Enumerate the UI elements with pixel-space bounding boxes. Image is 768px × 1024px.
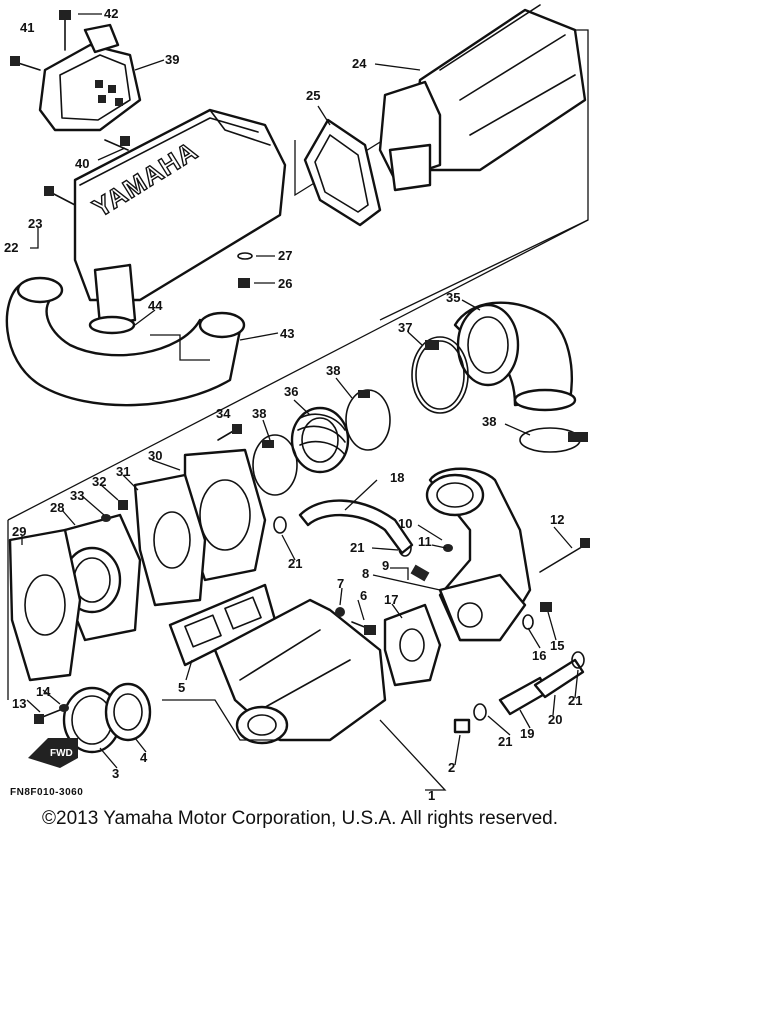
callout-14: 14 (36, 684, 51, 699)
callout-15: 15 (550, 638, 564, 653)
part-25-gasket (303, 118, 382, 227)
washer-14 (59, 704, 69, 712)
callout-24: 24 (352, 56, 367, 71)
part-36-coupler (290, 406, 350, 474)
callout-22: 22 (4, 240, 18, 255)
callout-5: 5 (178, 680, 185, 695)
bolt-15 (540, 602, 552, 612)
callout-21-c: 21 (288, 556, 302, 571)
callout-33: 33 (70, 488, 84, 503)
callout-28: 28 (50, 500, 64, 515)
part-17-gasket (383, 603, 442, 687)
washer-33 (101, 514, 111, 522)
callout-1: 1 (428, 788, 435, 800)
bolt-42 (59, 10, 71, 51)
bolt-6 (351, 621, 376, 635)
callout-21-a: 21 (498, 734, 512, 749)
part-10-elbow (425, 467, 532, 642)
clip-21-c (273, 516, 287, 534)
callout-35: 35 (446, 290, 460, 305)
callout-27: 27 (278, 248, 292, 263)
part-20-fitting (533, 658, 585, 699)
part-39-bracket (38, 23, 142, 132)
callout-labels: 42 41 39 40 24 25 23 22 27 26 44 43 35 3… (4, 6, 582, 800)
clip-21-b (571, 651, 585, 669)
callout-13: 13 (12, 696, 26, 711)
part-31-gasket (133, 473, 207, 607)
forward-arrow-icon: FWD (28, 738, 78, 768)
callout-17: 17 (384, 592, 398, 607)
callout-34: 34 (216, 406, 231, 421)
callout-42: 42 (104, 6, 118, 21)
clip-21-a (473, 703, 487, 721)
callout-8: 8 (362, 566, 369, 581)
bolt-12 (539, 538, 590, 573)
callout-43: 43 (280, 326, 294, 341)
washer-7 (335, 607, 345, 617)
part-22-silencer: YAMAHA (73, 108, 287, 335)
part-24-airbox (378, 4, 587, 192)
bolt-41 (10, 56, 41, 71)
callout-36: 36 (284, 384, 298, 399)
part-29-gasket (8, 528, 82, 682)
callout-32: 32 (92, 474, 106, 489)
copyright-notice: ©2013 Yamaha Motor Corporation, U.S.A. A… (42, 808, 558, 829)
callout-7: 7 (337, 576, 344, 591)
washer-11 (443, 544, 453, 552)
fitting-9 (410, 564, 430, 582)
callout-6: 6 (360, 588, 367, 603)
callout-11: 11 (418, 534, 432, 549)
drawing-code: FN8F010-3060 (10, 787, 83, 798)
callout-37: 37 (398, 320, 412, 335)
callout-26: 26 (278, 276, 292, 291)
callout-25: 25 (306, 88, 320, 103)
callout-20: 20 (548, 712, 562, 727)
part-1-manifold (213, 598, 387, 745)
bolt-32 (118, 500, 128, 510)
part-43-hose (5, 276, 246, 407)
callout-18: 18 (390, 470, 404, 485)
callout-3: 3 (112, 766, 119, 781)
callout-38-b: 38 (252, 406, 266, 421)
callout-21-d: 21 (350, 540, 364, 555)
part-4-gasket (104, 682, 152, 742)
fwd-label: FWD (50, 748, 73, 759)
leader-lines (21, 13, 579, 791)
washer-27 (237, 252, 253, 260)
bolt-13 (34, 709, 61, 724)
part-18-hose (298, 499, 414, 555)
diagram-canvas: YAMAHA (4, 4, 590, 800)
callout-16: 16 (532, 648, 546, 663)
callout-21-b: 21 (568, 693, 582, 708)
callout-23: 23 (28, 216, 42, 231)
callout-44: 44 (148, 298, 163, 313)
washer-16 (522, 614, 534, 630)
callout-12: 12 (550, 512, 564, 527)
callout-4: 4 (140, 750, 148, 765)
callout-30: 30 (148, 448, 162, 463)
bolt-23 (44, 186, 76, 206)
callout-19: 19 (520, 726, 534, 741)
callout-38-a: 38 (326, 363, 340, 378)
part-35-elbow (453, 301, 577, 412)
plug-2 (453, 718, 471, 734)
clamp-37 (411, 336, 469, 414)
callout-41: 41 (20, 20, 34, 35)
bolt-34 (217, 424, 242, 441)
callout-40: 40 (75, 156, 89, 171)
callout-9: 9 (382, 558, 389, 573)
bolt-40 (104, 136, 130, 151)
callout-10: 10 (398, 516, 412, 531)
clamp-38-b (252, 434, 298, 496)
callout-39: 39 (165, 52, 179, 67)
clamp-38-c (519, 427, 588, 453)
callout-2: 2 (448, 760, 455, 775)
exploded-parts-diagram: YAMAHA (4, 4, 590, 800)
callout-38-c: 38 (482, 414, 496, 429)
callout-29: 29 (12, 524, 26, 539)
clamp-38-a (345, 389, 391, 451)
callout-31: 31 (116, 464, 130, 479)
bolt-26 (238, 278, 250, 288)
